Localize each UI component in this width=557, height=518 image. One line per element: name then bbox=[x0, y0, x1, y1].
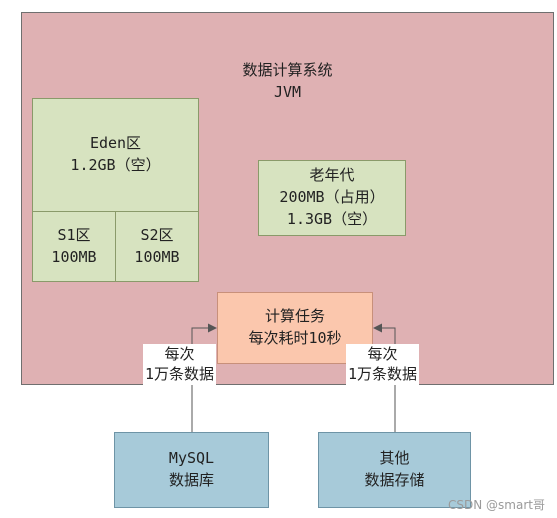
mysql-database: MySQL 数据库 bbox=[114, 432, 269, 508]
watermark: CSDN @smart哥 bbox=[448, 498, 545, 512]
old-generation: 老年代 200MB（占用） 1.3GB（空） bbox=[258, 160, 406, 236]
s1-size: 100MB bbox=[51, 247, 97, 266]
left-flow-arrow bbox=[191, 323, 217, 432]
survivor-s1: S1区 100MB bbox=[32, 211, 116, 282]
right-flow-label: 每次 1万条数据 bbox=[346, 344, 420, 385]
survivor-s2: S2区 100MB bbox=[115, 211, 199, 282]
s1-name: S1区 bbox=[57, 225, 91, 244]
eden-size: 1.2GB（空） bbox=[70, 156, 161, 174]
left-flow-label: 每次 1万条数据 bbox=[143, 344, 217, 385]
old-gen-name: 老年代 bbox=[309, 166, 355, 185]
other-store-type: 数据存储 bbox=[364, 471, 425, 489]
task-duration: 每次耗时10秒 bbox=[248, 329, 342, 347]
system-title: 数据计算系统 JVM bbox=[21, 60, 554, 104]
mysql-name: MySQL bbox=[168, 449, 215, 468]
mysql-type: 数据库 bbox=[168, 471, 214, 489]
task-title: 计算任务 bbox=[264, 307, 325, 326]
s2-name: S2区 bbox=[140, 225, 174, 244]
left-flow-amount: 1万条数据 bbox=[145, 365, 215, 384]
other-data-storage: 其他 数据存储 bbox=[318, 432, 471, 508]
eden-name: Eden区 bbox=[89, 134, 142, 153]
right-flow-amount: 1万条数据 bbox=[348, 365, 418, 384]
compute-task: 计算任务 每次耗时10秒 bbox=[217, 292, 373, 364]
system-subtitle: JVM bbox=[273, 82, 302, 101]
eden-space: Eden区 1.2GB（空） bbox=[32, 98, 199, 212]
old-gen-used: 200MB（占用） bbox=[279, 188, 385, 207]
right-flow-frequency: 每次 bbox=[367, 345, 398, 363]
s2-size: 100MB bbox=[134, 247, 180, 266]
other-store-name: 其他 bbox=[379, 449, 410, 468]
old-gen-free: 1.3GB（空） bbox=[286, 209, 378, 228]
system-name: 数据计算系统 bbox=[242, 61, 333, 79]
left-flow-frequency: 每次 bbox=[164, 345, 195, 363]
right-flow-arrow bbox=[373, 323, 396, 432]
